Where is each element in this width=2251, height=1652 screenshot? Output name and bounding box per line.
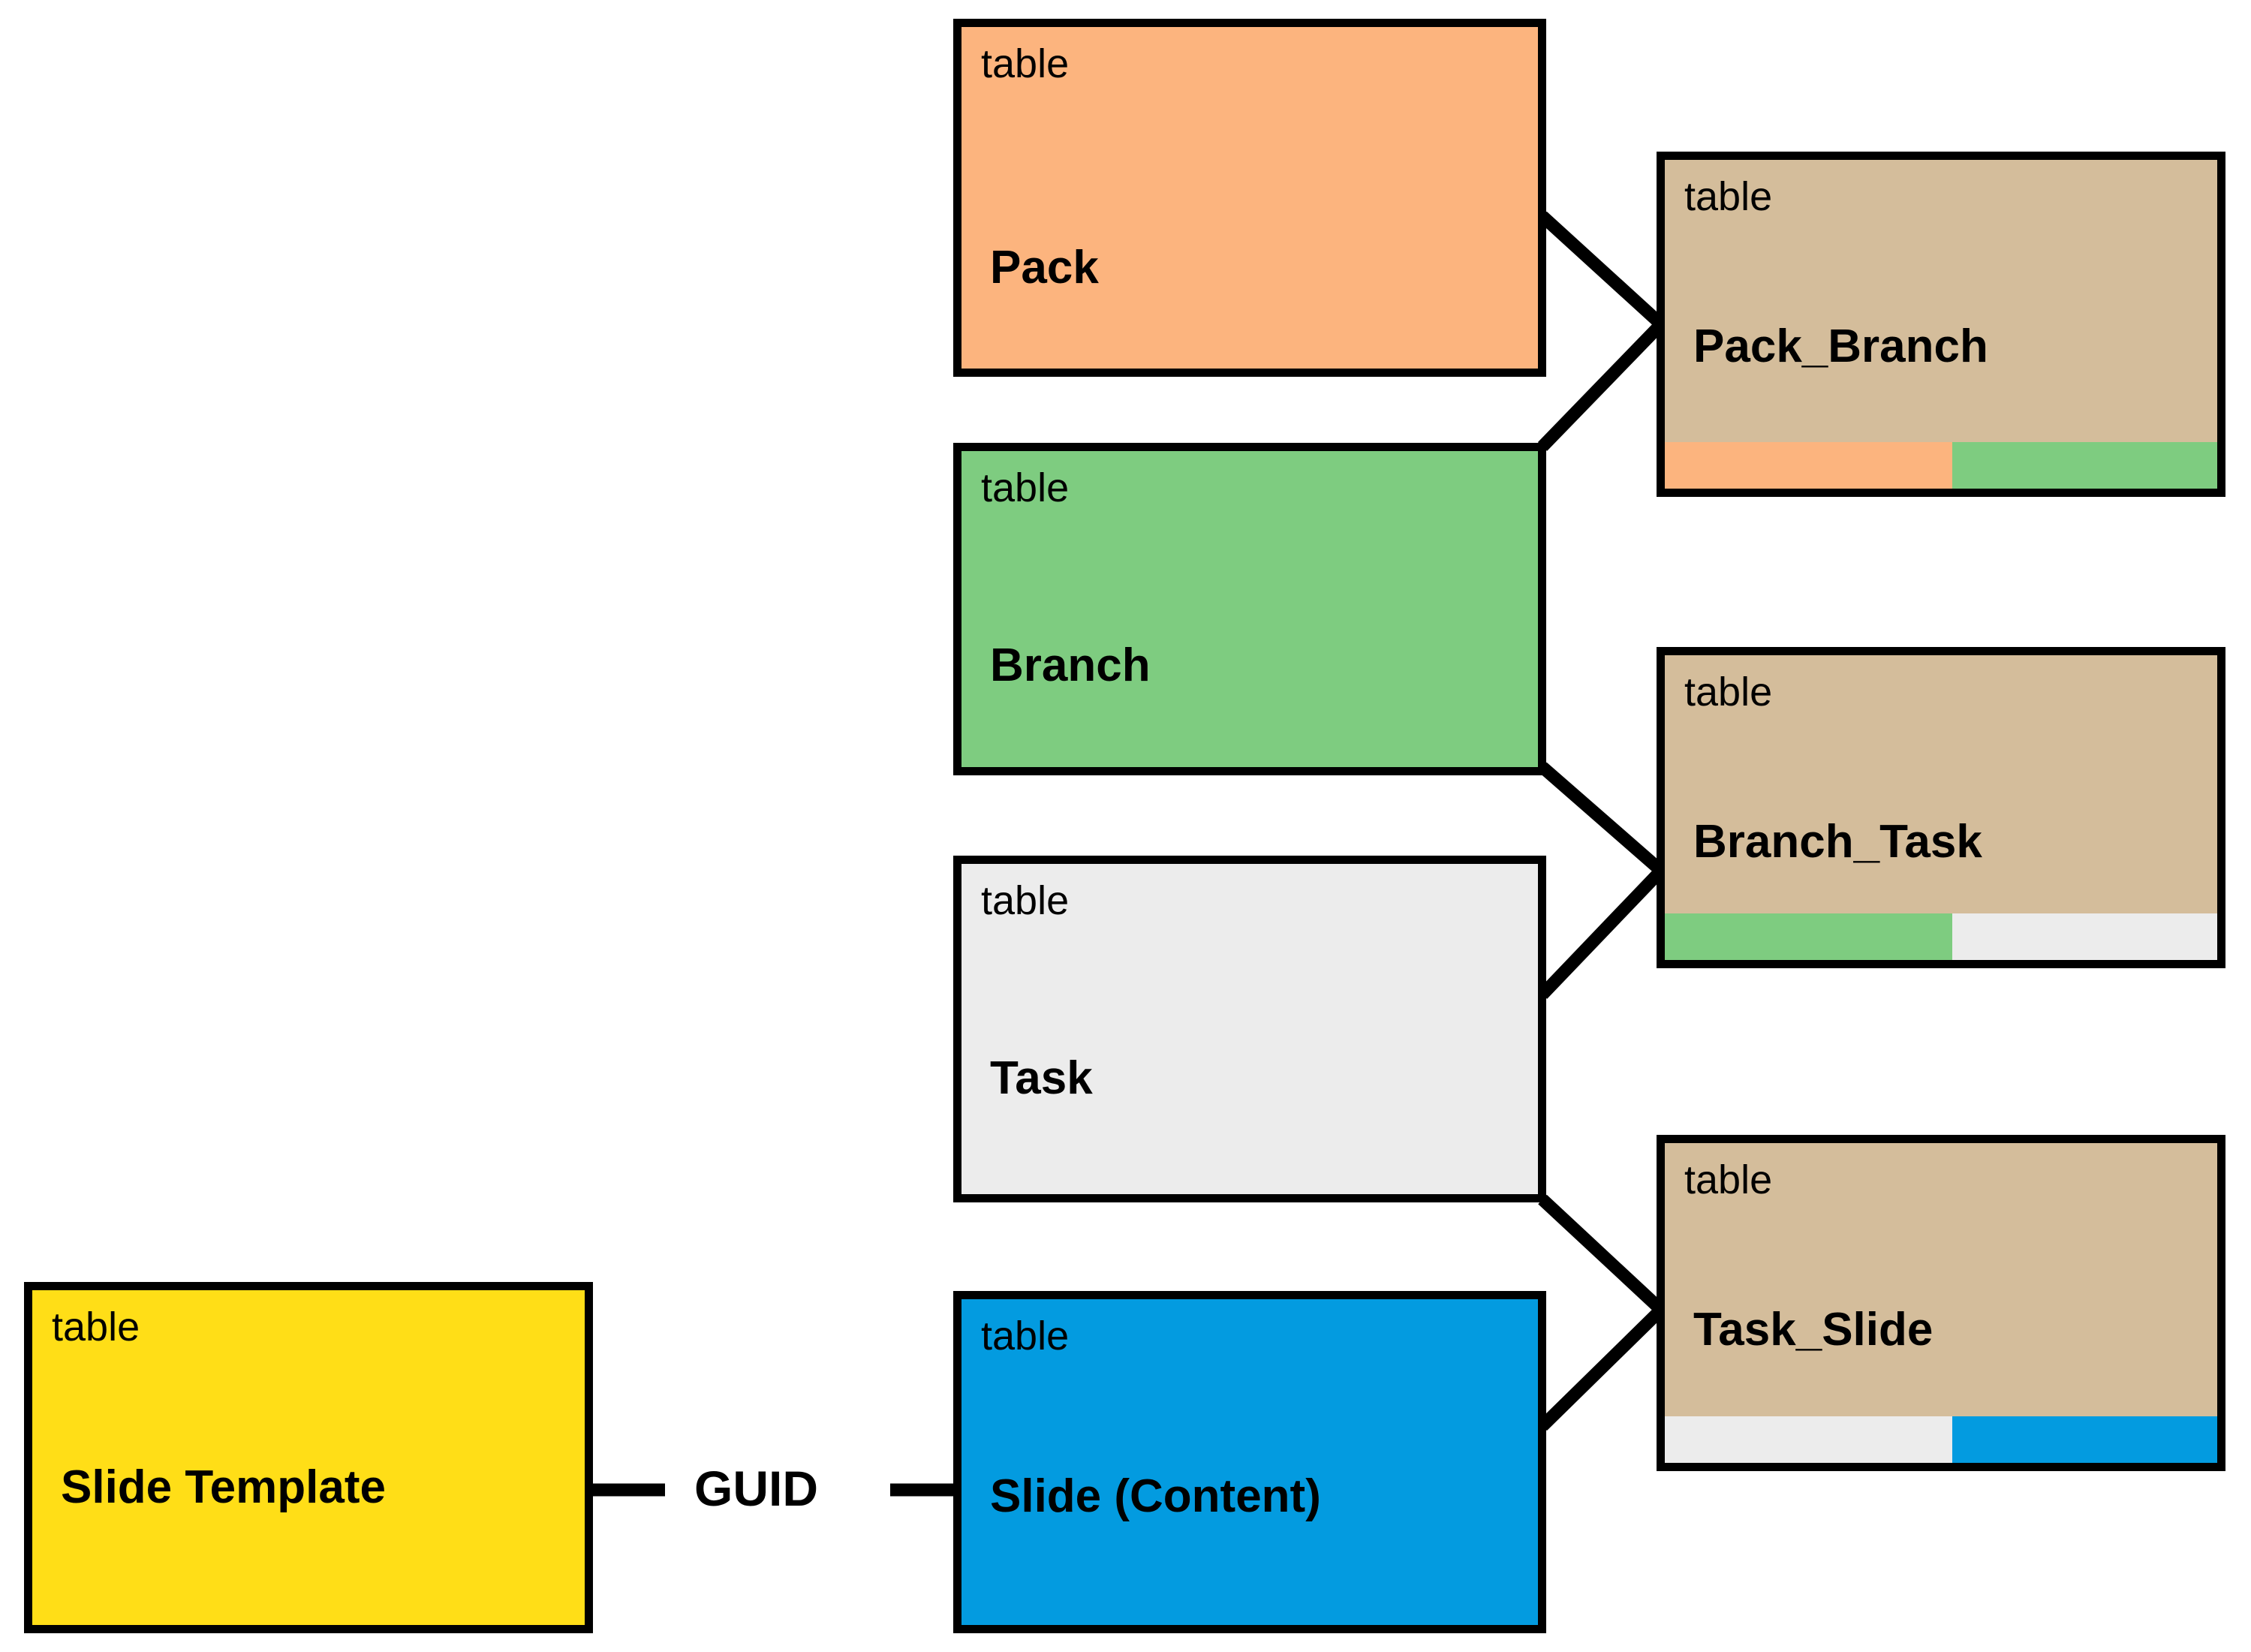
fk-swatch-left	[1665, 1416, 1952, 1463]
fk-color-strip	[1665, 442, 2217, 489]
entity-pack-branch[interactable]: table Pack_Branch	[1657, 152, 2225, 497]
edge-task-to-branch-task	[1537, 866, 1666, 999]
stereotype-label: table	[981, 878, 1070, 923]
fk-color-strip	[1665, 913, 2217, 960]
entity-task-slide-body: table Task_Slide	[1665, 1143, 2217, 1416]
stereotype-label: table	[981, 465, 1070, 510]
entity-slide-content[interactable]: table Slide (Content)	[953, 1291, 1546, 1633]
entity-slide-template[interactable]: table Slide Template	[24, 1282, 593, 1633]
stereotype-label: table	[981, 1313, 1070, 1359]
entity-name: Pack	[990, 242, 1099, 293]
entity-name: Pack_Branch	[1693, 320, 1988, 372]
entity-branch-task-body: table Branch_Task	[1665, 655, 2217, 913]
fk-color-strip	[1665, 1416, 2217, 1463]
entity-task[interactable]: table Task	[953, 856, 1546, 1202]
entity-pack-branch-body: table Pack_Branch	[1665, 160, 2217, 442]
entity-task-slide[interactable]: table Task_Slide	[1657, 1135, 2225, 1471]
entity-name: Branch	[990, 639, 1151, 691]
entity-slide-content-body: table Slide (Content)	[961, 1299, 1538, 1625]
edge-branch-to-branch-task	[1538, 762, 1666, 876]
stereotype-label: table	[52, 1304, 140, 1350]
edge-branch-to-pack-branch	[1537, 320, 1666, 451]
entity-branch[interactable]: table Branch	[953, 443, 1546, 775]
stereotype-label: table	[1684, 1157, 1773, 1202]
entity-slide-template-body: table Slide Template	[32, 1290, 585, 1625]
stereotype-label: table	[981, 41, 1070, 86]
stereotype-label: table	[1684, 174, 1773, 219]
relationship-label-guid: GUID	[694, 1461, 818, 1516]
fk-swatch-right	[1952, 1416, 2217, 1463]
entity-name: Branch_Task	[1693, 816, 1982, 868]
entity-pack[interactable]: table Pack	[953, 19, 1546, 377]
entity-name: Task	[990, 1052, 1093, 1104]
fk-swatch-left	[1665, 442, 1952, 489]
entity-branch-task[interactable]: table Branch_Task	[1657, 647, 2225, 968]
entity-task-body: table Task	[961, 864, 1538, 1194]
fk-swatch-right	[1952, 913, 2217, 960]
stereotype-label: table	[1684, 670, 1773, 715]
entity-branch-body: table Branch	[961, 451, 1538, 767]
entity-pack-body: table Pack	[961, 27, 1538, 369]
edge-slide-to-task-slide	[1538, 1304, 1666, 1431]
entity-name: Task_Slide	[1693, 1304, 1934, 1356]
entity-name: Slide (Content)	[990, 1470, 1321, 1522]
edge-task-to-task-slide	[1538, 1194, 1666, 1315]
entity-name: Slide Template	[61, 1461, 386, 1513]
fk-swatch-left	[1665, 913, 1952, 960]
fk-swatch-right	[1952, 442, 2217, 489]
edge-pack-to-pack-branch	[1538, 211, 1666, 329]
